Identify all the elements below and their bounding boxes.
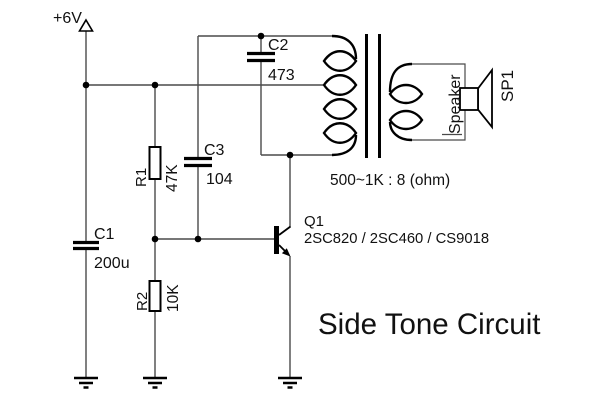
page-title: Side Tone Circuit <box>318 308 540 341</box>
label-q1-ref: Q1 <box>304 213 324 230</box>
label-c1-value: 200u <box>94 255 130 272</box>
label-r2-ref: R2 <box>134 292 151 311</box>
label-transformer-ratio: 500~1K : 8 (ohm) <box>330 172 450 189</box>
q1-transistor-symbol <box>274 225 292 257</box>
junction-dots <box>82 32 294 243</box>
label-r1-value: 47K <box>164 164 181 192</box>
speaker-icon <box>459 67 493 130</box>
label-r1-ref: R1 <box>133 168 150 187</box>
transformer-secondary-coil <box>388 62 424 142</box>
power-arrow-icon <box>78 18 94 32</box>
label-c1-ref: C1 <box>94 226 115 243</box>
label-sp1-ref: SP1 <box>498 70 517 102</box>
label-c3-value: 104 <box>206 171 233 188</box>
label-c2-ref: C2 <box>268 37 289 54</box>
c1-capacitor-symbol <box>73 240 99 251</box>
r2-resistor-symbol <box>148 280 162 312</box>
label-power: +6V <box>53 10 82 27</box>
label-speaker: Speaker <box>447 74 464 134</box>
ground-symbol-right <box>278 376 302 389</box>
ground-symbol-left <box>74 376 98 389</box>
wires <box>85 31 466 378</box>
c2-capacitor-symbol <box>247 51 275 63</box>
c3-capacitor-symbol <box>184 156 212 168</box>
label-r2-value: 10K <box>165 284 182 312</box>
label-c2-value: 473 <box>268 67 295 84</box>
label-c3-ref: C3 <box>204 142 225 159</box>
label-q1-value: 2SC820 / 2SC460 / CS9018 <box>304 231 489 247</box>
transformer-core <box>365 34 381 158</box>
r1-resistor-symbol <box>148 146 162 180</box>
transformer-primary-coil <box>322 34 358 157</box>
ground-symbol-middle <box>143 376 167 389</box>
